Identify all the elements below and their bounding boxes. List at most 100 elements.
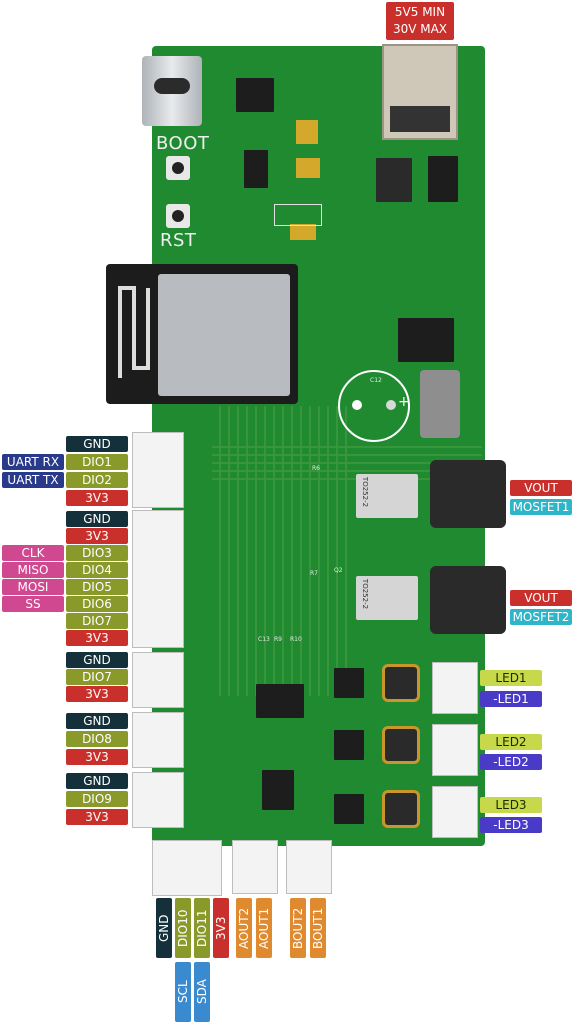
chip-led1-driver: [334, 668, 364, 698]
i2c-scl-label: SCL: [175, 962, 191, 1022]
label-c12: C12: [370, 377, 382, 384]
pin-dio5: DIO5: [66, 579, 128, 595]
label-r6: R6: [312, 465, 320, 472]
aout1-label: AOUT1: [256, 898, 272, 958]
pin-dio1: DIO1: [66, 454, 128, 470]
pin-gnd-2: GND: [66, 511, 128, 527]
connector-aout: [232, 840, 278, 894]
led1-pos-label: LED1: [480, 670, 542, 686]
chip-mosfet-power: [398, 318, 454, 362]
label-r9: R9: [274, 636, 282, 643]
pin-3v3-2: 3V3: [66, 528, 128, 544]
pin-gnd-4: GND: [66, 713, 128, 729]
led2-neg-label: -LED2: [480, 754, 542, 770]
dc-jack: [382, 44, 458, 140]
spi-miso-label: MISO: [2, 562, 64, 578]
label-q2: Q2: [334, 567, 343, 574]
chip-u2: [262, 770, 294, 810]
pin-3v3-6: 3V3: [66, 809, 128, 825]
led1-neg-label: -LED1: [480, 691, 542, 707]
mosfet2-vout-label: VOUT: [510, 590, 572, 606]
inductor-l4: [382, 790, 420, 828]
inductor-l2: [382, 664, 420, 702]
cap-pad-b: [290, 224, 316, 240]
power-input-max: 30V MAX: [392, 22, 448, 36]
pin-3v3-1: 3V3: [66, 490, 128, 506]
connector-bout: [286, 840, 332, 894]
antenna-icon: [118, 286, 150, 378]
spi-clk-label: CLK: [2, 545, 64, 561]
mosfet-q1: TO252-2: [356, 474, 418, 518]
pin-3v3-5: 3V3: [66, 749, 128, 765]
spi-mosi-label: MOSI: [2, 579, 64, 595]
pin-3v3-3: 3V3: [66, 630, 128, 646]
capacitor-c12: +: [338, 370, 410, 442]
led3-neg-label: -LED3: [480, 817, 542, 833]
mosfet2-label: MOSFET2: [510, 609, 572, 625]
connector-j1: [132, 432, 184, 508]
bottom-pin-dio11: DIO11: [194, 898, 210, 958]
i2c-sda-label: SDA: [194, 962, 210, 1022]
chip-diode: [244, 150, 268, 188]
bottom-pin-dio10: DIO10: [175, 898, 191, 958]
pin-dio8: DIO8: [66, 731, 128, 747]
pin-dio6: DIO6: [66, 596, 128, 612]
boot-button[interactable]: [166, 156, 190, 180]
inductor-large: [420, 370, 460, 438]
pin-dio3: DIO3: [66, 545, 128, 561]
connector-led3: [432, 786, 478, 838]
power-input-min: 5V5 MIN: [394, 5, 446, 19]
pin-gnd-1: GND: [66, 436, 128, 452]
led3-pos-label: LED3: [480, 797, 542, 813]
q1-package: TO252-2: [361, 476, 370, 508]
pin-gnd-5: GND: [66, 773, 128, 789]
inductor-l3: [382, 726, 420, 764]
pin-dio9: DIO9: [66, 791, 128, 807]
cap-pad-a: [296, 158, 320, 178]
chip-u1: [236, 78, 274, 112]
component-outline: [274, 204, 322, 226]
module-shield: [158, 274, 290, 396]
connector-j4: [132, 712, 184, 768]
bottom-pin-gnd: GND: [156, 898, 172, 958]
mosfet1-vout-label: VOUT: [510, 480, 572, 496]
rst-button[interactable]: [166, 204, 190, 228]
label-c13: C13: [258, 636, 270, 643]
polarity-mark: +: [398, 394, 410, 410]
spi-ss-label: SS: [2, 596, 64, 612]
chip-small: [376, 158, 412, 202]
pin-dio7-b: DIO7: [66, 669, 128, 685]
boot-label: BOOT: [156, 133, 210, 154]
connector-j3: [132, 652, 184, 708]
pin-3v3-4: 3V3: [66, 686, 128, 702]
bout2-label: BOUT2: [290, 898, 306, 958]
uart-tx-label: UART TX: [2, 472, 64, 488]
terminal-mosfet2[interactable]: [430, 566, 506, 634]
led2-pos-label: LED2: [480, 734, 542, 750]
connector-led2: [432, 724, 478, 776]
esp32-module: [106, 264, 298, 404]
chip-led3-driver: [334, 794, 364, 824]
power-input-label: 5V5 MIN 30V MAX: [386, 2, 454, 40]
pin-dio2: DIO2: [66, 472, 128, 488]
usb-c-port: [142, 56, 202, 126]
label-r7: R7: [310, 570, 318, 577]
pin-dio7-a: DIO7: [66, 613, 128, 629]
terminal-mosfet1[interactable]: [430, 460, 506, 528]
chip-regulator: [428, 156, 458, 202]
aout2-label: AOUT2: [236, 898, 252, 958]
cap-c2: [296, 120, 318, 144]
mosfet-q2: TO252-2: [356, 576, 418, 620]
rst-label: RST: [160, 230, 197, 251]
connector-i2c: [152, 840, 222, 896]
connector-led1: [432, 662, 478, 714]
label-r10: R10: [290, 636, 302, 643]
chip-u3: [256, 684, 304, 718]
uart-rx-label: UART RX: [2, 454, 64, 470]
bottom-pin-3v3: 3V3: [213, 898, 229, 958]
chip-led2-driver: [334, 730, 364, 760]
connector-j5: [132, 772, 184, 828]
bout1-label: BOUT1: [310, 898, 326, 958]
connector-j2: [132, 510, 184, 648]
pin-dio4: DIO4: [66, 562, 128, 578]
